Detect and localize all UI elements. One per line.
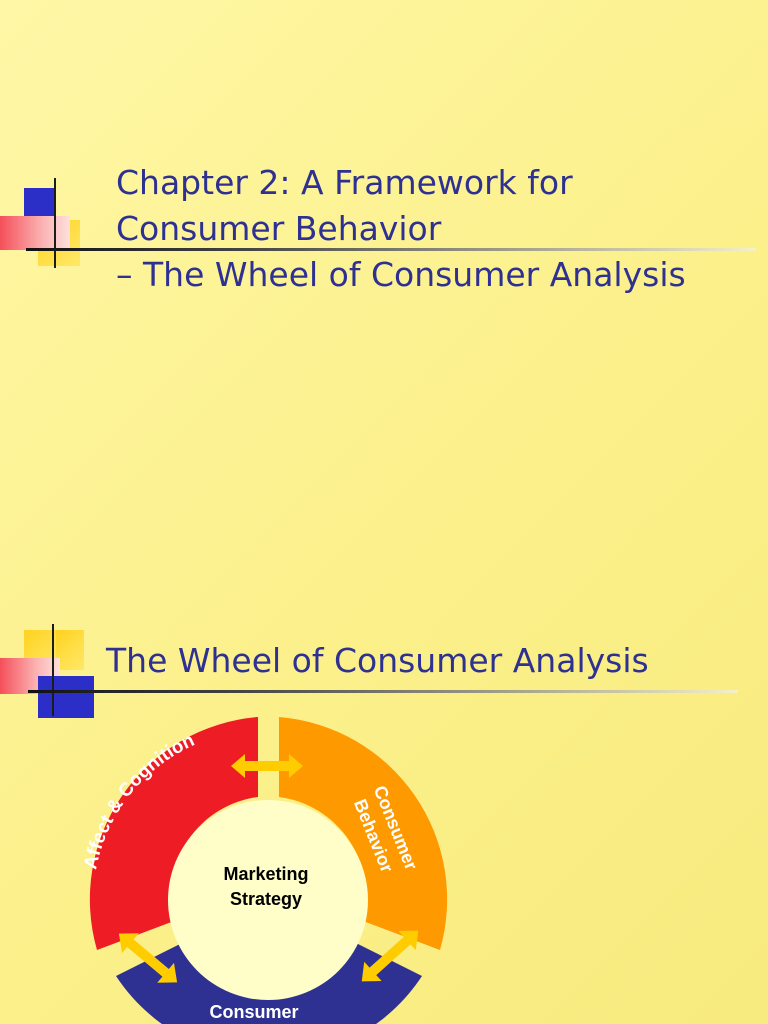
slide-2: [0, 512, 768, 1024]
deco-vertical-line: [52, 624, 54, 716]
title-decoration: [0, 178, 100, 268]
title-line-1: Chapter 2: A Framework for: [116, 163, 573, 202]
double-arrow-icon: [231, 754, 303, 778]
title-underline: [26, 248, 756, 251]
center-label-line-2: Strategy: [230, 889, 302, 909]
center-label-line-1: Marketing: [223, 864, 308, 884]
double-arrow-icon: [361, 930, 419, 982]
segment-consumer-behavior: [279, 717, 448, 950]
deco-blue-square: [24, 188, 56, 220]
deco-blue-square: [38, 676, 94, 718]
segment-affect-cognition: [89, 717, 258, 950]
slide-1: Chapter 2: A Framework for Consumer Beha…: [0, 160, 756, 298]
title-underline: [28, 690, 738, 693]
slide-1-title: Chapter 2: A Framework for Consumer Beha…: [116, 160, 686, 298]
deco-vertical-line: [54, 178, 56, 268]
segment-label-consumer: Consumer: [209, 1002, 298, 1022]
title-line-2: Consumer Behavior: [116, 209, 442, 248]
consumer-analysis-wheel: Marketing Strategy Affect & Cognition Co…: [80, 717, 448, 1024]
center-circle: [168, 800, 368, 1000]
deco-yellow-square: [56, 630, 84, 670]
title-line-3: – The Wheel of Consumer Analysis: [116, 255, 686, 294]
slide-2-title: The Wheel of Consumer Analysis: [106, 641, 649, 680]
deco-pink-bar: [0, 216, 70, 250]
double-arrow-icon: [118, 933, 178, 983]
title-decoration: [0, 624, 100, 720]
